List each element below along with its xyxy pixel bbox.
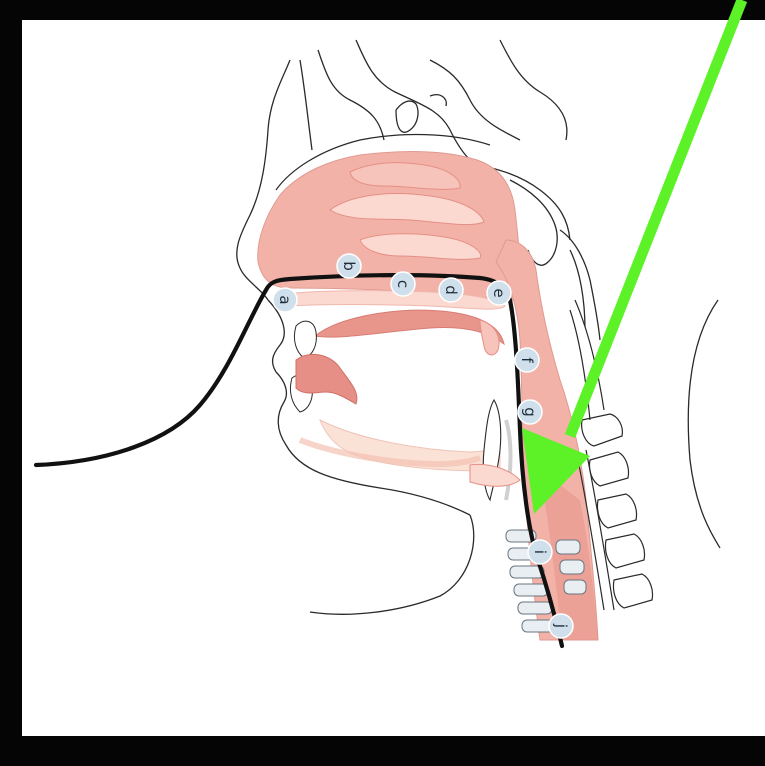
- label-e: e: [487, 281, 511, 305]
- svg-text:c: c: [394, 280, 412, 288]
- svg-text:a: a: [276, 295, 294, 304]
- label-a: a: [273, 288, 297, 312]
- label-d: d: [439, 278, 463, 302]
- svg-text:e: e: [490, 288, 508, 297]
- svg-text:g: g: [521, 407, 539, 417]
- svg-text:d: d: [442, 285, 460, 295]
- label-i: i: [528, 540, 552, 564]
- svg-text:b: b: [340, 261, 358, 271]
- label-c: c: [391, 272, 415, 296]
- label-g: g: [518, 400, 542, 424]
- label-b: b: [337, 254, 361, 278]
- svg-text:j: j: [552, 623, 570, 628]
- svg-text:f: f: [518, 357, 536, 363]
- svg-text:i: i: [531, 550, 549, 554]
- label-j: j: [549, 614, 573, 638]
- oral-cavity: [290, 310, 504, 470]
- label-f: f: [515, 348, 539, 372]
